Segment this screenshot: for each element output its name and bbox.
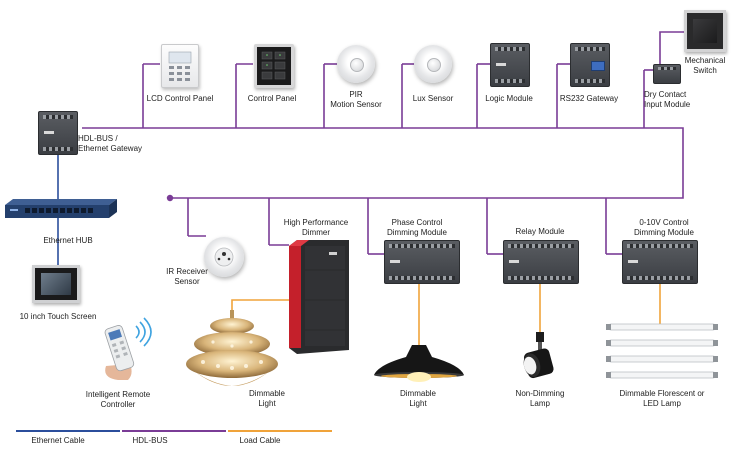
dry-contact-device: [653, 64, 681, 84]
fluorescent-lamps-device: [606, 322, 718, 380]
logic-module-label: Logic Module: [485, 94, 533, 103]
logic-module-device: [490, 43, 530, 87]
touch-screen-label: 10 inch Touch Screen: [19, 312, 97, 321]
gateway-module: [38, 111, 78, 155]
legend-hdl-bus-label: HDL-BUS: [132, 436, 168, 445]
spot-lamp-device: [518, 332, 562, 382]
legend-ethernet-line: [16, 430, 120, 432]
hdl-bus-main: [82, 127, 684, 199]
tube-2: [606, 339, 718, 347]
control-panel-device: [254, 44, 294, 88]
hp-dimmer-device: [289, 240, 349, 354]
relay-module-device: [503, 240, 579, 284]
touch-screen-device: [32, 265, 80, 303]
remote-controller-device: [96, 316, 156, 382]
control-panel-label: Control Panel: [247, 94, 297, 103]
tube-3: [606, 355, 718, 363]
legend-load-line: [228, 430, 332, 432]
legend-ethernet-label: Ethernet Cable: [31, 436, 85, 445]
mechanical-switch-device: [684, 10, 726, 52]
lux-sensor-label: Lux Sensor: [412, 94, 454, 103]
pir-sensor-device: [337, 45, 375, 83]
gateway-label: HDL-BUS /Ethernet Gateway: [78, 134, 143, 153]
ethernet-hub-label: Ethernet HUB: [43, 236, 93, 245]
tube-1: [606, 323, 718, 331]
lcd-panel-label: LCD Control Panel: [146, 94, 214, 103]
wireless-signal-icon: [135, 317, 152, 347]
legend-load-label: Load Cable: [239, 436, 281, 445]
tube-4: [606, 371, 718, 379]
load-lines: [231, 282, 661, 346]
chandelier-light-device: [183, 310, 281, 402]
rs232-gateway-device: [570, 43, 610, 87]
rs232-gateway-label: RS232 Gateway: [559, 94, 619, 103]
ir-receiver-device: [204, 237, 244, 277]
hdl-bus-lines: [82, 31, 684, 255]
phase-module-device: [384, 240, 460, 284]
ethernet-hub-device: [5, 199, 117, 218]
pendant-lamp-device: [372, 345, 466, 383]
legend-hdl-bus-line: [122, 430, 226, 432]
lcd-panel-device: [161, 44, 199, 88]
lux-sensor-device: [414, 45, 452, 83]
bus-end-node: [166, 194, 174, 202]
relay-module-label: Relay Module: [515, 227, 565, 236]
ten-v-module-device: [622, 240, 698, 284]
